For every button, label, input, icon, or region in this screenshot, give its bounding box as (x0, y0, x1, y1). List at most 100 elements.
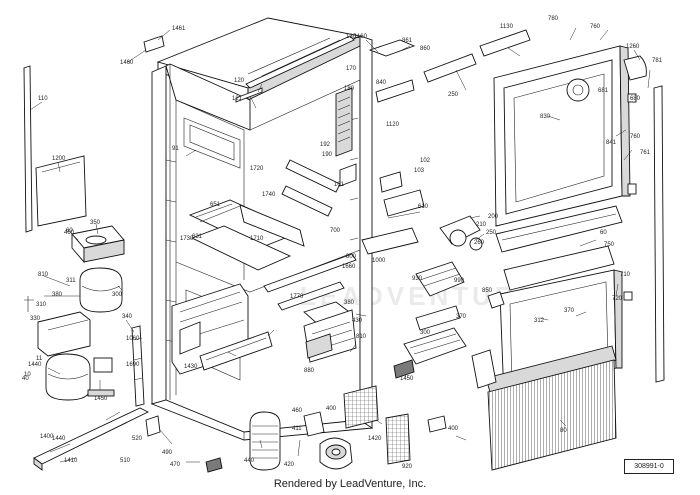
part-callout-label: 200 (488, 214, 499, 220)
part-callout-label: 1400 (40, 434, 54, 440)
cabinet-shell (150, 17, 374, 441)
part-callout-label: 680 (630, 96, 641, 102)
part-callout-label: 780 (548, 16, 559, 22)
part-callout-label: 192 (320, 142, 331, 148)
part-callout-label: 400 (326, 406, 337, 412)
part-callout-label: 1710 (250, 236, 264, 242)
part-callout-label: 311 (66, 278, 76, 284)
part-callout-label: 830 (540, 114, 551, 120)
part-callout-label: 1200 (52, 156, 66, 162)
part-callout-label: 80 (560, 428, 567, 434)
part-callout-label: 102 (420, 158, 431, 164)
part-callout-label: 470 (170, 462, 181, 468)
part-callout-label: 40 (22, 376, 29, 382)
part-callout-label: 810 (38, 272, 49, 278)
part-callout-label: 1440 (28, 362, 42, 368)
footer-credit: Rendered by LeadVenture, Inc. (273, 478, 427, 490)
part-callout-label: 860 (420, 46, 431, 52)
part-callout-label: 631 (192, 234, 203, 240)
part-callout-label: 1720 (250, 166, 264, 172)
part-callout-label: 1260 (626, 44, 640, 50)
part-callout-label: 440 (244, 458, 255, 464)
part-callout-label: 330 (30, 316, 41, 322)
part-callout-label: 460 (292, 408, 303, 414)
part-callout-label: 1450 (400, 376, 414, 382)
part-callout-label: 411 (292, 426, 302, 432)
part-callout-label: 1690 (126, 362, 140, 368)
part-callout-label: 1120 (386, 122, 400, 128)
part-callout-label: 861 (402, 38, 413, 44)
part-callout-label: 250 (486, 230, 497, 236)
part-callout-label: 990 (454, 278, 465, 284)
part-callout-label: 1130 (500, 24, 514, 30)
part-callout-label: 1450 (94, 396, 108, 402)
part-callout-label: 310 (36, 302, 47, 308)
part-callout-label: 300 (420, 330, 431, 336)
part-callout-label: 800 (346, 254, 357, 260)
part-callout-label: 312 (534, 318, 545, 324)
part-callout-label: 10 (24, 372, 31, 378)
part-callout-label: 190 (322, 152, 333, 158)
diagram-id-box: 308991-0 (624, 459, 674, 474)
part-callout-label: 210 (476, 222, 487, 228)
door-handle-trim (23, 65, 33, 233)
part-callout-label: 260 (474, 240, 485, 246)
part-callout-label: 1660 (342, 264, 356, 270)
part-callout-label: 170 (346, 66, 357, 72)
part-callout-label: 520 (132, 436, 143, 442)
part-callout-label: 1440 (52, 436, 66, 442)
part-callout-label: 250 (448, 92, 459, 98)
part-callout-label: 760 (630, 134, 641, 140)
part-callout-label: 300 (112, 292, 123, 298)
part-callout-label: 1000 (372, 258, 386, 264)
part-callout-label: 60 (600, 230, 607, 236)
part-callout-label: 750 (604, 242, 615, 248)
part-callout-label: 1461 (172, 26, 186, 32)
part-callout-label: 370 (564, 308, 575, 314)
part-callout-label: 510 (120, 458, 131, 464)
part-callout-label: 710 (620, 272, 631, 278)
part-callout-label: 841 (606, 140, 617, 146)
part-callout-label: 101 (334, 182, 345, 188)
part-callout-label: 91 (172, 146, 179, 152)
part-callout-label: 121 (232, 96, 243, 102)
part-callout-label: 460 (64, 230, 75, 236)
part-callout-label: 370 (456, 314, 467, 320)
grille (487, 359, 617, 471)
leader-lines (29, 27, 651, 463)
part-callout-label: 761 (640, 150, 651, 156)
callout-labels: 1461 1460 1160 120 130 861 860 250 1130 780 760 126… (22, 16, 663, 470)
fresh-food-door (493, 45, 631, 227)
part-callout-label: 380 (52, 292, 63, 298)
part-callout-label: 700 (330, 228, 341, 234)
part-callout-label: 1410 (64, 458, 78, 464)
part-callout-label: 400 (448, 426, 459, 432)
part-callout-label: 1060 (126, 336, 140, 342)
filter-grid (343, 385, 379, 429)
part-callout-label: 1730 (180, 236, 194, 242)
part-callout-label: 350 (90, 220, 101, 226)
part-callout-label: 490 (162, 450, 173, 456)
part-callout-label: 720 (612, 296, 623, 302)
part-callout-label: 1740 (262, 192, 276, 198)
part-callout-label: 120 (234, 78, 245, 84)
part-callout-label: 760 (590, 24, 601, 30)
part-callout-label: 651 (210, 202, 221, 208)
part-callout-label: 880 (304, 368, 315, 374)
part-callout-label: 340 (122, 314, 133, 320)
part-callout-label: 1430 (184, 364, 198, 370)
part-callout-label: 1460 (120, 60, 134, 66)
part-callout-label: 920 (402, 464, 413, 470)
part-callout-label: 420 (284, 462, 295, 468)
part-callout-label: 430 (352, 318, 363, 324)
filter-cartridge (385, 413, 411, 465)
part-callout-label: 380 (344, 300, 355, 306)
part-callout-label: 840 (376, 80, 387, 86)
part-callout-label: 1160 (354, 34, 368, 40)
part-callout-label: 110 (38, 96, 48, 102)
part-callout-label: 781 (652, 58, 663, 64)
part-callout-label: 180 (344, 86, 355, 92)
part-callout-label: 1770 (290, 294, 304, 300)
part-callout-label: 130 (346, 34, 357, 40)
